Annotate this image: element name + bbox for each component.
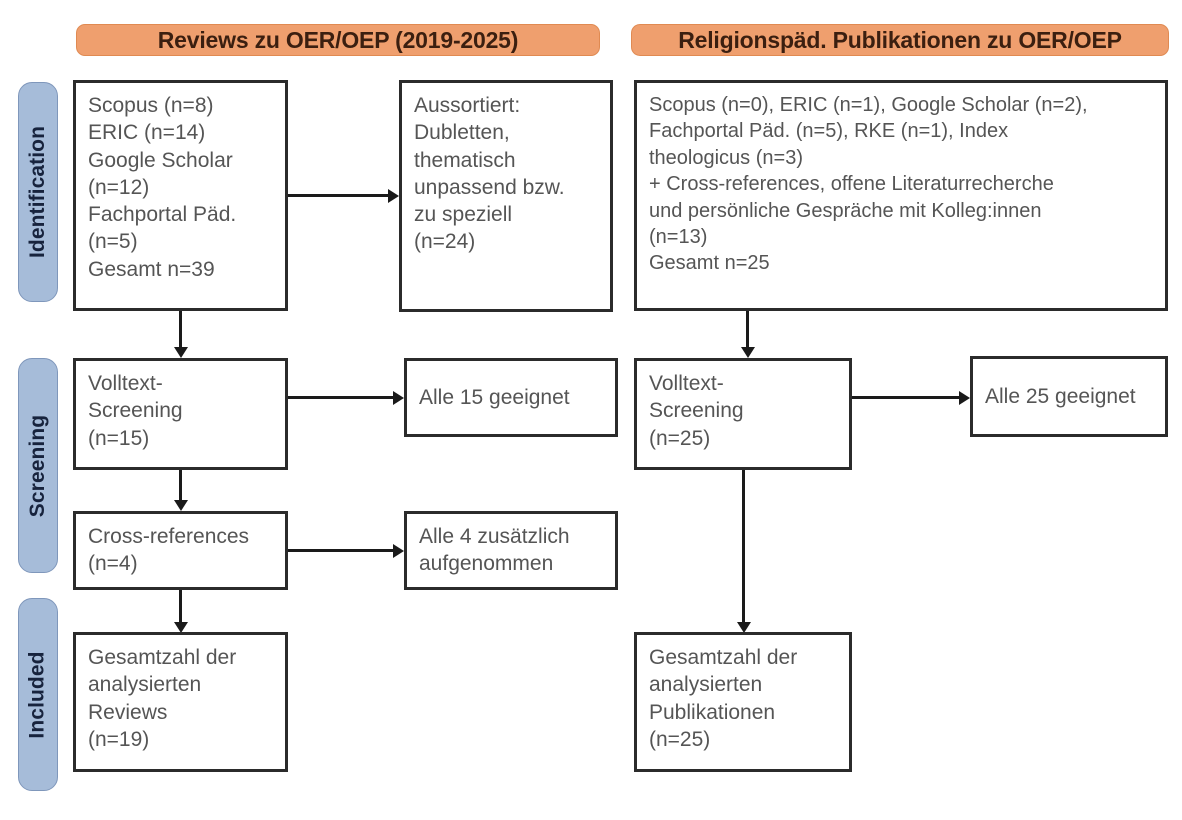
arrowhead-left-screening-to-result [393, 391, 404, 405]
connector-left-crossref-to-result [288, 549, 393, 552]
column-header-religionspaed-label: Religionspäd. Publikationen zu OER/OEP [678, 26, 1122, 53]
box-left-identification-sources: Scopus (n=8) ERIC (n=14) Google Scholar … [73, 80, 288, 311]
connector-left-sources-to-screening [179, 311, 182, 347]
box-right-fulltext-screening: Volltext- Screening (n=25) [634, 358, 852, 470]
arrowhead-left-sources-to-screening [174, 347, 188, 358]
connector-right-screening-to-result [852, 396, 959, 399]
connector-right-screening-to-included [742, 470, 745, 622]
connector-left-screening-to-crossref [179, 470, 182, 500]
stage-label-included: Included [18, 598, 58, 791]
box-left-cross-references-result: Alle 4 zusätzlich aufgenommen [404, 511, 618, 590]
arrowhead-left-crossref-to-result [393, 544, 404, 558]
column-header-reviews: Reviews zu OER/OEP (2019-2025) [76, 24, 600, 56]
box-left-cross-references: Cross-references (n=4) [73, 511, 288, 590]
connector-left-sources-to-excluded [288, 194, 388, 197]
connector-right-sources-to-screening [746, 311, 749, 347]
box-right-identification-sources: Scopus (n=0), ERIC (n=1), Google Scholar… [634, 80, 1168, 311]
box-left-excluded: Aussortiert: Dubletten, thematisch unpas… [399, 80, 613, 312]
box-right-fulltext-result: Alle 25 geeignet [970, 356, 1168, 437]
stage-label-identification-text: Identification [26, 125, 50, 259]
arrowhead-right-screening-to-included [737, 622, 751, 633]
arrowhead-left-screening-to-crossref [174, 500, 188, 511]
stage-label-screening-text: Screening [26, 414, 49, 517]
box-right-included-total: Gesamtzahl der analysierten Publikatione… [634, 632, 852, 772]
column-header-religionspaed: Religionspäd. Publikationen zu OER/OEP [631, 24, 1169, 56]
box-left-included-total: Gesamtzahl der analysierten Reviews (n=1… [73, 632, 288, 772]
arrowhead-right-screening-to-result [959, 391, 970, 405]
arrowhead-left-sources-to-excluded [388, 189, 399, 203]
stage-label-identification: Identification [18, 82, 58, 302]
connector-left-screening-to-result [288, 396, 393, 399]
stage-label-included-text: Included [26, 650, 50, 739]
box-left-fulltext-screening: Volltext- Screening (n=15) [73, 358, 288, 470]
box-left-fulltext-result: Alle 15 geeignet [404, 358, 618, 437]
column-header-reviews-label: Reviews zu OER/OEP (2019-2025) [157, 26, 519, 53]
arrowhead-right-sources-to-screening [741, 347, 755, 358]
stage-label-screening: Screening [18, 358, 58, 573]
arrowhead-left-crossref-to-included [174, 622, 188, 633]
connector-left-crossref-to-included [179, 590, 182, 622]
